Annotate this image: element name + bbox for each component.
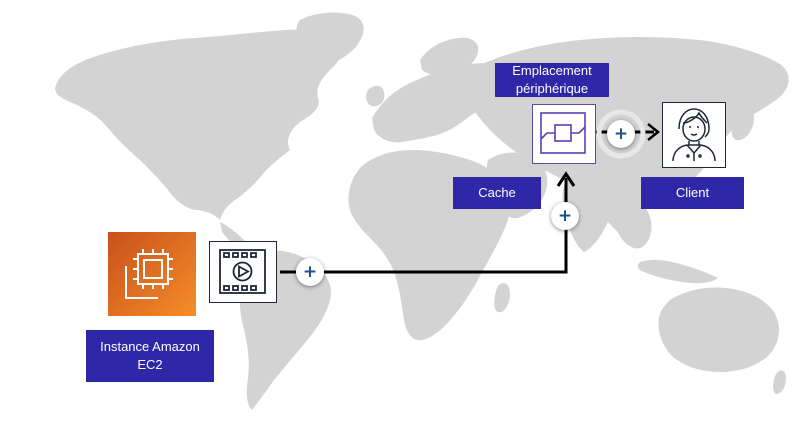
continent-uk [365,85,385,107]
ec2-service-tile [108,232,196,316]
continent-japan [731,107,754,141]
continent-madagascar [494,283,510,313]
client-card [662,102,726,168]
continent-indonesia [637,259,718,284]
expand-plus-button-route[interactable]: + [296,258,324,286]
continent-new-zealand [773,370,786,394]
client-label: Client [641,177,744,209]
continent-india [562,178,611,252]
ec2-instance-label: Instance Amazon EC2 [86,330,214,382]
continent-australia [658,287,779,372]
edge-location-label: Emplacement périphérique [495,63,609,97]
edge-location-cache-icon [540,112,586,154]
continent-southeast-asia [614,198,652,249]
edge-location-card [532,104,596,164]
focus-halo [596,109,646,159]
client-person-icon [672,108,716,162]
continent-scandinavia [420,37,479,77]
video-content-card [209,241,277,303]
expand-plus-button-client[interactable]: + [607,120,635,148]
video-file-icon [219,249,266,294]
ec2-chip-icon [125,249,173,299]
cache-label: Cache [453,177,541,209]
arrow-head-right-icon [647,123,661,141]
expand-plus-button-cache[interactable]: + [551,202,579,230]
arrow-head-up-icon [556,171,576,187]
continent-north-america [55,29,341,221]
continent-greenland [296,12,364,64]
